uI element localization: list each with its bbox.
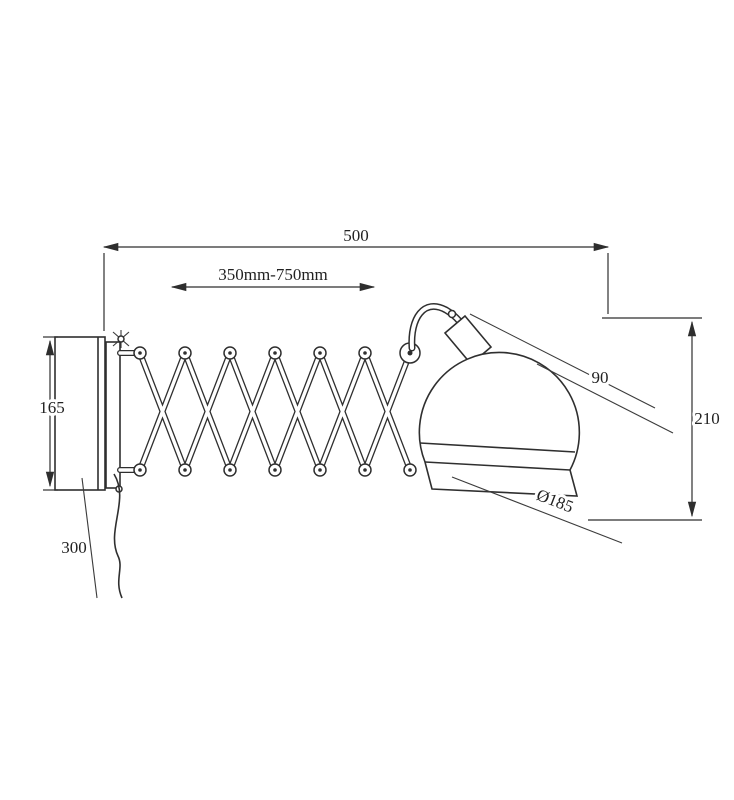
power-cord — [113, 473, 123, 599]
shade-seam-line — [419, 442, 576, 453]
extension-range-label: 350mm-750mm — [218, 265, 328, 284]
scissor-pivots — [133, 342, 421, 477]
hinge-joint — [447, 309, 457, 319]
width-total-label: 500 — [343, 226, 369, 245]
head-height-label: 210 — [694, 409, 720, 428]
dimension-210: 210 — [588, 317, 723, 521]
scissor-struts-fill — [118, 351, 412, 472]
head-top-label: 90 — [592, 368, 609, 387]
dimension-300: 300 — [58, 477, 98, 599]
wing-nut-icon — [112, 330, 130, 348]
bracket-height-label: 165 — [39, 398, 65, 417]
wall-plate — [54, 336, 106, 491]
cord-line — [113, 473, 123, 599]
lamp-head — [408, 303, 581, 497]
dimension-165: 165 — [36, 336, 68, 491]
mount-bar — [105, 341, 121, 489]
lamp-shade-dome — [418, 351, 581, 497]
dimension-500: 500 — [102, 223, 610, 331]
shade-rim-edge — [424, 461, 571, 471]
drop-below-label: 300 — [61, 538, 87, 557]
wall-bracket — [54, 330, 130, 493]
dimension-extension-range: 350mm-750mm — [170, 262, 376, 292]
scissor-arm — [117, 342, 421, 477]
dimension-90: 90 — [469, 313, 674, 434]
